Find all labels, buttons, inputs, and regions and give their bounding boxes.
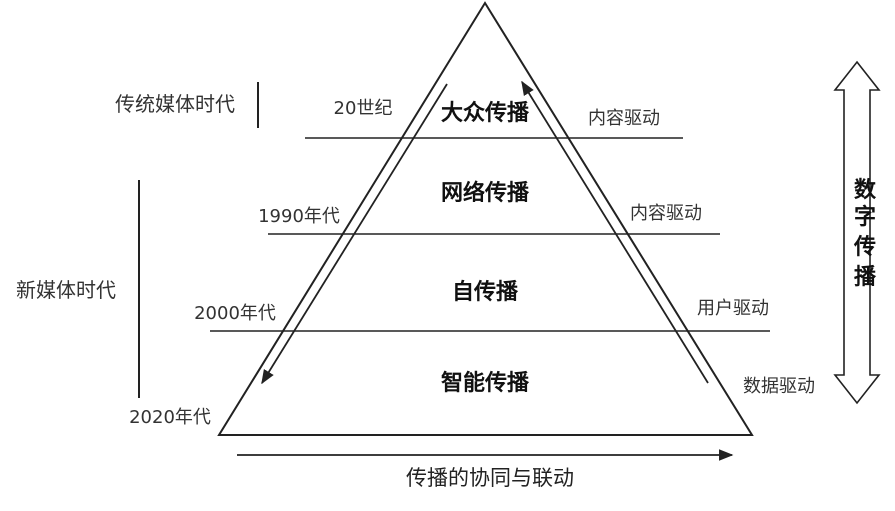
pyramid-outline: [217, 1, 754, 436]
era-label-new: 新媒体时代: [16, 278, 116, 302]
upward-arrow: [521, 80, 709, 384]
downward-arrow: [261, 83, 448, 385]
year-label-2020s: 2020年代: [129, 407, 211, 428]
layer-title-mass: 大众传播: [441, 101, 530, 126]
driver-label-4: 数据驱动: [743, 376, 815, 397]
year-label-20th-century: 20世纪: [334, 98, 393, 119]
layer-title-intelligent: 智能传播: [441, 370, 530, 396]
year-label-1990s: 1990年代: [258, 206, 340, 227]
side-label-char-4: 播: [854, 265, 877, 290]
digital-communication-double-arrow: [833, 60, 881, 405]
driver-label-2: 内容驱动: [630, 203, 702, 224]
bottom-label: 传播的协同与联动: [406, 466, 574, 490]
year-label-2000s: 2000年代: [194, 303, 276, 324]
layer-title-network: 网络传播: [441, 180, 530, 206]
side-label-char-2: 字: [854, 204, 876, 230]
driver-label-1: 内容驱动: [588, 108, 660, 129]
side-label-char-3: 传: [853, 235, 876, 260]
layer-title-self: 自传播: [452, 279, 519, 305]
driver-label-3: 用户驱动: [697, 298, 769, 319]
era-label-traditional: 传统媒体时代: [115, 92, 235, 116]
side-label-char-1: 数: [854, 177, 877, 203]
